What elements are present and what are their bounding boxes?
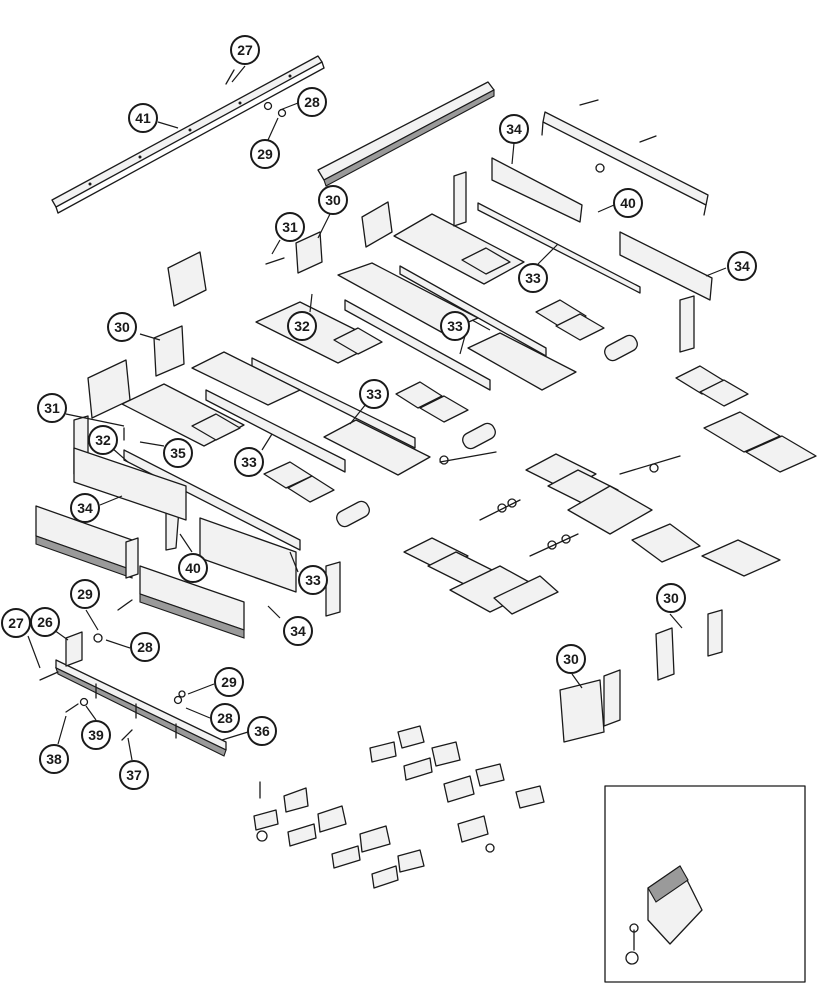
svg-text:33: 33 [366, 386, 382, 402]
callout-28-left: 28 [130, 632, 160, 662]
callout-29-left: 29 [70, 579, 100, 609]
svg-text:40: 40 [185, 560, 201, 576]
svg-text:29: 29 [257, 146, 273, 162]
callout-labels: 27 28 41 29 34 30 31 40 33 34 32 30 33 3… [1, 35, 757, 790]
svg-text:34: 34 [290, 623, 306, 639]
svg-text:31: 31 [44, 400, 60, 416]
callout-32-left: 32 [88, 425, 118, 455]
lower-trays-part [403, 411, 817, 743]
long-bars-upper-part [123, 202, 641, 551]
callout-29-top: 29 [250, 139, 280, 169]
inset-detail-box [604, 785, 806, 983]
svg-text:37: 37 [126, 767, 142, 783]
rear-angle-rail-part [541, 99, 709, 216]
svg-text:36: 36 [254, 723, 270, 739]
svg-text:28: 28 [217, 710, 233, 726]
svg-text:32: 32 [294, 318, 310, 334]
callout-30-lower: 30 [556, 644, 586, 674]
callout-27-top: 27 [230, 35, 260, 65]
svg-text:33: 33 [447, 318, 463, 334]
small-pads-part [191, 247, 749, 503]
callout-34-left: 34 [70, 493, 100, 523]
parts-drawing [35, 55, 817, 983]
callout-35: 35 [163, 438, 193, 468]
front-rail-part [55, 631, 227, 757]
svg-text:29: 29 [77, 586, 93, 602]
svg-text:33: 33 [241, 454, 257, 470]
callout-32-upper: 32 [287, 311, 317, 341]
svg-text:31: 31 [282, 219, 298, 235]
callout-33-lower: 33 [298, 565, 328, 595]
svg-text:34: 34 [77, 500, 93, 516]
callout-29-lower: 29 [214, 667, 244, 697]
leader-lines [27, 65, 727, 761]
callout-34-upper: 34 [499, 114, 529, 144]
callout-30-mid-left: 30 [107, 312, 137, 342]
callout-28-lower: 28 [210, 703, 240, 733]
svg-text:30: 30 [325, 192, 341, 208]
svg-text:28: 28 [137, 639, 153, 655]
svg-text:40: 40 [620, 195, 636, 211]
svg-text:35: 35 [170, 445, 186, 461]
svg-text:34: 34 [734, 258, 750, 274]
callout-36: 36 [247, 716, 277, 746]
callout-33-center: 33 [440, 311, 470, 341]
callout-41: 41 [128, 103, 158, 133]
callout-30-right: 30 [656, 583, 686, 613]
svg-text:30: 30 [563, 651, 579, 667]
callout-31-left: 31 [37, 393, 67, 423]
svg-text:29: 29 [221, 674, 237, 690]
callout-27-left: 27 [1, 608, 31, 638]
svg-text:27: 27 [8, 615, 24, 631]
callout-33-upper-right: 33 [518, 263, 548, 293]
callout-38: 38 [39, 744, 69, 774]
svg-text:30: 30 [663, 590, 679, 606]
top-rail-part [51, 55, 325, 214]
callout-40-lower: 40 [178, 553, 208, 583]
svg-text:39: 39 [88, 727, 104, 743]
end-plates-part [87, 201, 393, 419]
callout-37: 37 [119, 760, 149, 790]
callout-26: 26 [30, 607, 60, 637]
rollers-part [336, 334, 638, 528]
side-panel-upper-right-part [491, 157, 713, 301]
svg-text:41: 41 [135, 110, 151, 126]
svg-text:26: 26 [37, 614, 53, 630]
bottom-brackets-part [253, 725, 545, 889]
svg-text:33: 33 [525, 270, 541, 286]
svg-text:38: 38 [46, 751, 62, 767]
center-angle-channel-part [317, 81, 495, 187]
side-panels-lower-part [35, 447, 297, 639]
svg-text:32: 32 [95, 432, 111, 448]
callout-28-top: 28 [297, 87, 327, 117]
callout-40-upper: 40 [613, 188, 643, 218]
svg-text:27: 27 [237, 42, 253, 58]
callout-33-lower-mid: 33 [234, 447, 264, 477]
callout-34-right: 34 [727, 251, 757, 281]
svg-text:33: 33 [305, 572, 321, 588]
callout-33-mid: 33 [359, 379, 389, 409]
callout-34-lower: 34 [283, 616, 313, 646]
callout-39: 39 [81, 720, 111, 750]
hardware-part [39, 69, 681, 741]
callout-31-upper: 31 [275, 212, 305, 242]
svg-text:34: 34 [506, 121, 522, 137]
callout-30-upper: 30 [318, 185, 348, 215]
svg-text:30: 30 [114, 319, 130, 335]
svg-text:28: 28 [304, 94, 320, 110]
